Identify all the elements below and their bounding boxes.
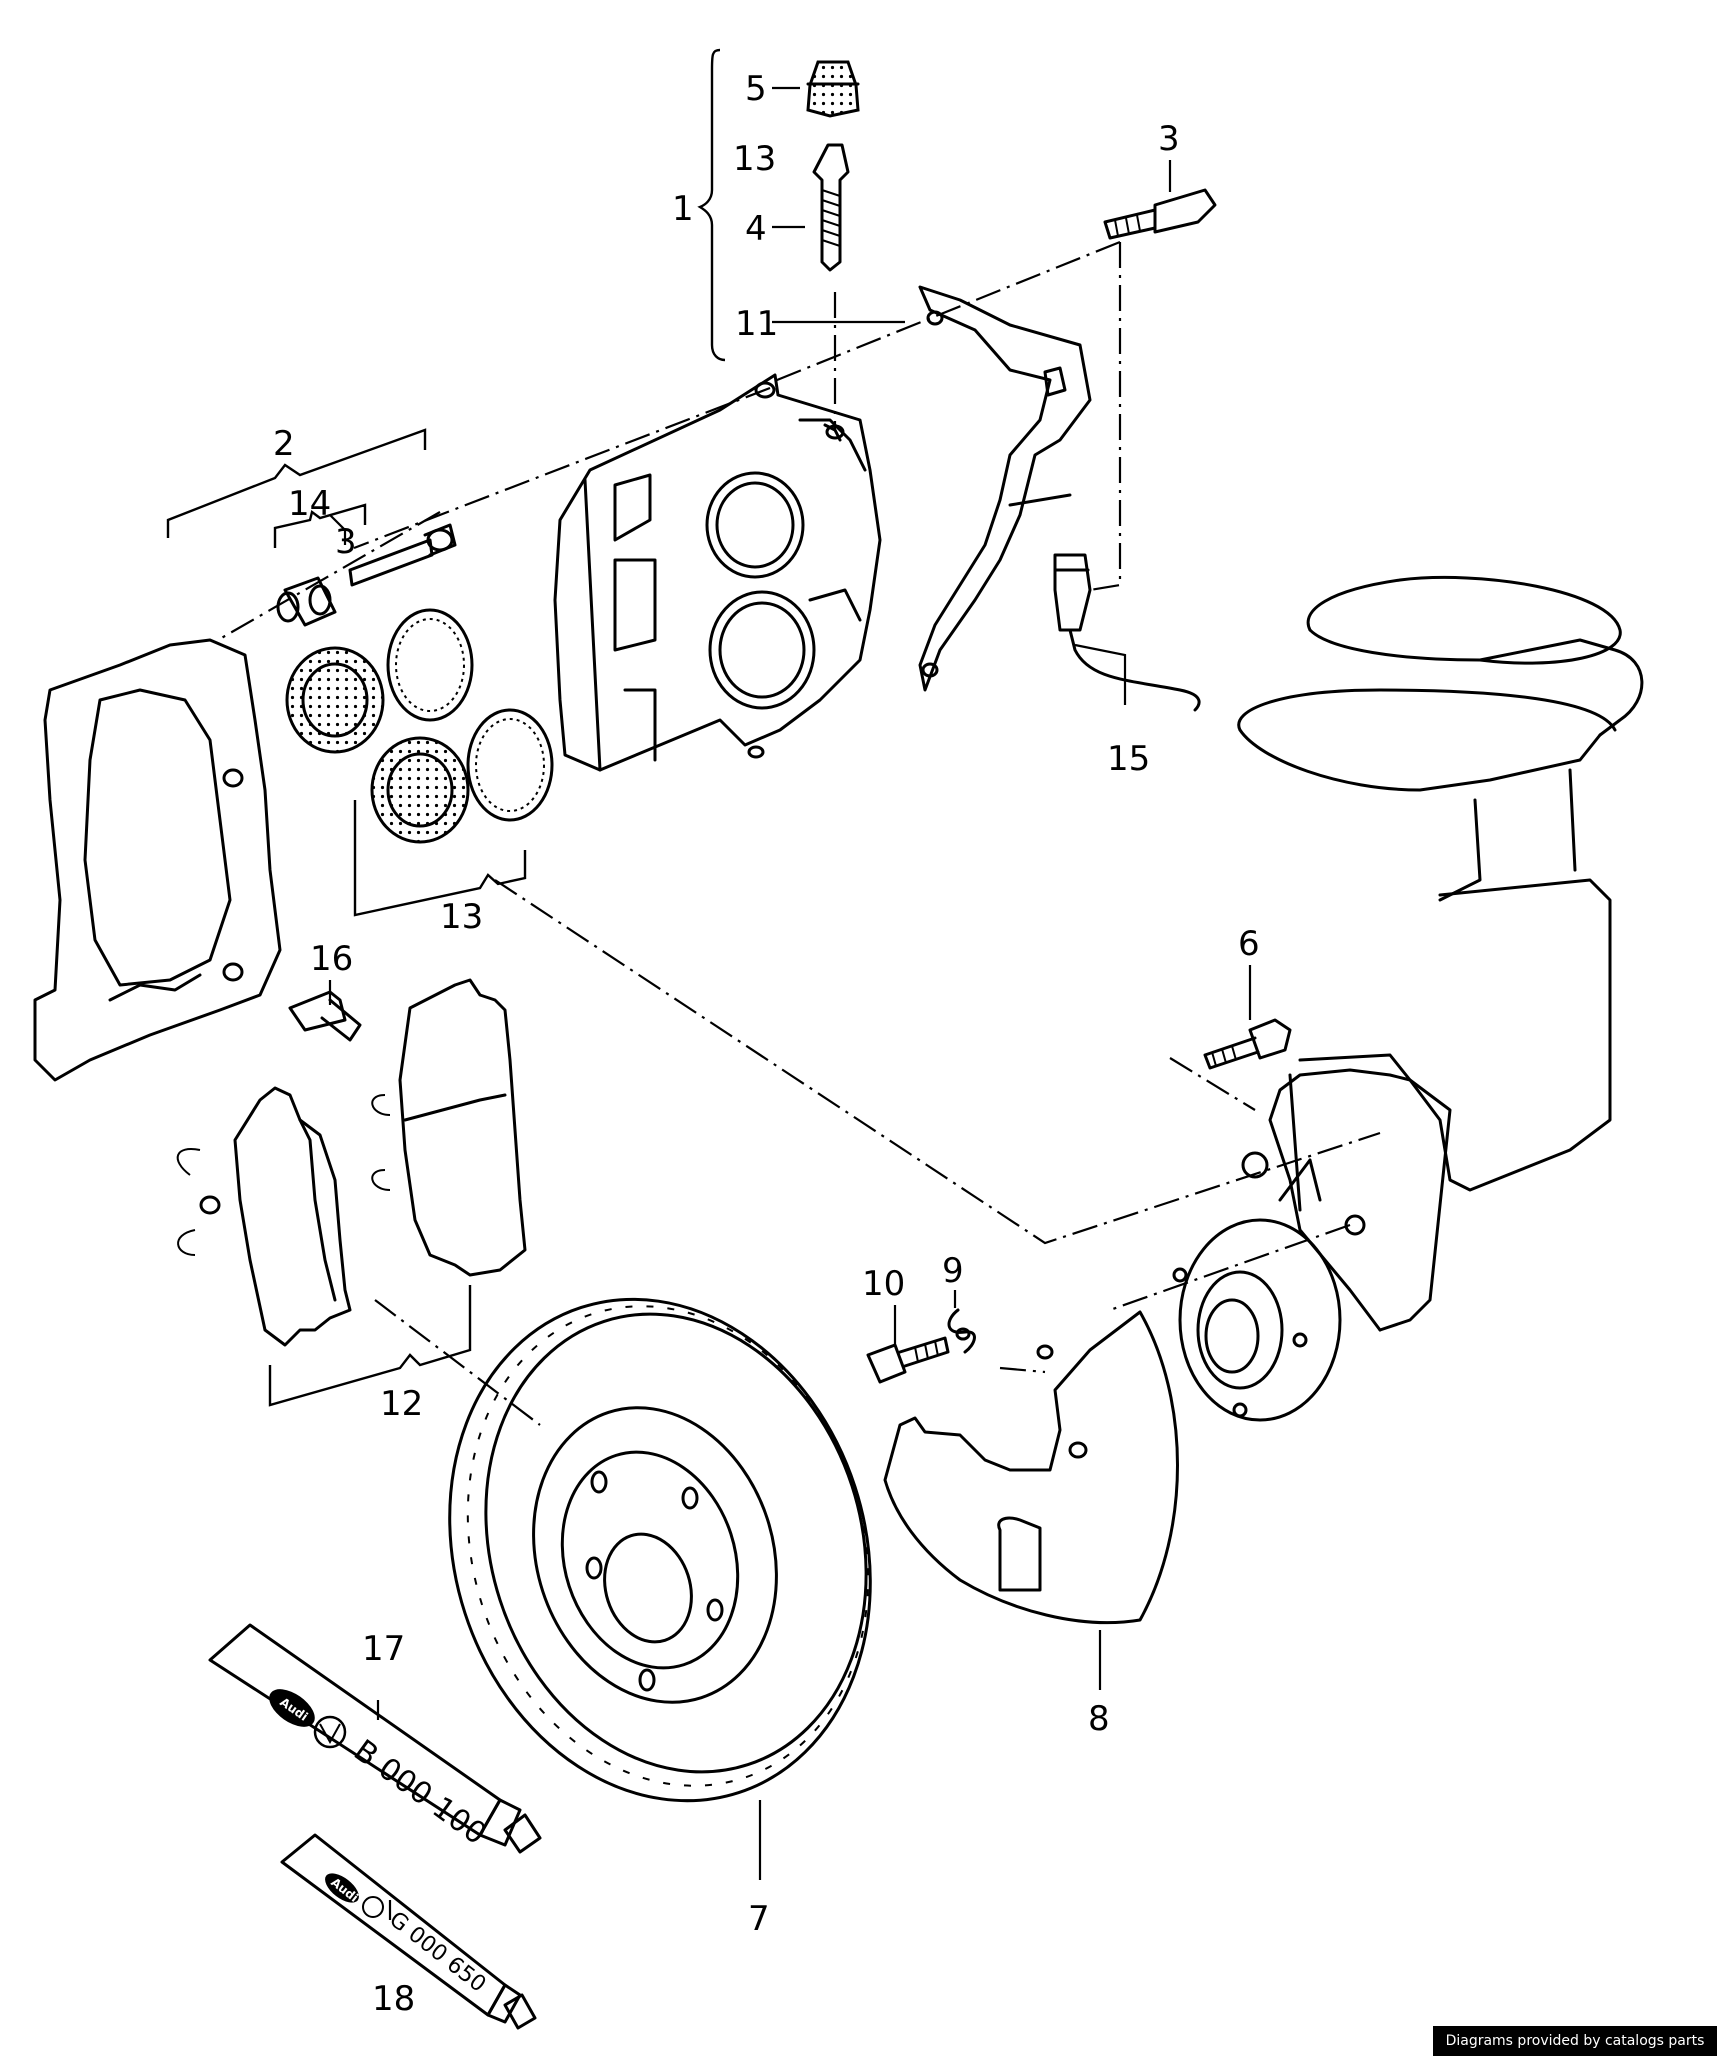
callout-16: 16 bbox=[310, 939, 353, 979]
callout-10: 10 bbox=[862, 1264, 905, 1304]
brake-pad-outer bbox=[371, 978, 527, 1277]
tube-17-code: B 000 100 bbox=[347, 1733, 492, 1852]
wear-sensor bbox=[1053, 553, 1201, 712]
bolt-top bbox=[1103, 188, 1217, 240]
callout-11: 11 bbox=[735, 304, 778, 344]
brake-pad-inner bbox=[176, 1086, 352, 1347]
callout-7: 7 bbox=[748, 1899, 770, 1939]
brace-14 bbox=[273, 503, 367, 548]
pad-wear-sensor-clip bbox=[288, 990, 362, 1042]
brace-12 bbox=[268, 1285, 472, 1407]
steering-knuckle-hub bbox=[1172, 575, 1644, 1422]
callout-15: 15 bbox=[1107, 739, 1150, 779]
tube-labels: Audi B 000 100 Audi G 000 650 bbox=[277, 1695, 492, 1998]
brake-caliper-housing bbox=[553, 373, 882, 772]
guide-pin bbox=[348, 523, 457, 587]
brake-disc bbox=[448, 1297, 872, 1803]
callout-6: 6 bbox=[1238, 924, 1260, 964]
callout-14: 14 bbox=[288, 484, 331, 524]
guide-bushing bbox=[276, 576, 337, 627]
callout-13-top: 13 bbox=[733, 139, 776, 179]
callout-3-left: 3 bbox=[335, 522, 357, 562]
callout-3-top: 3 bbox=[1158, 119, 1180, 159]
callout-12: 12 bbox=[380, 1384, 423, 1424]
splash-shield bbox=[883, 1310, 1179, 1625]
brace-2 bbox=[166, 428, 427, 538]
callout-9: 9 bbox=[942, 1251, 964, 1291]
caliper-carrier bbox=[33, 638, 282, 1082]
shield-bolt bbox=[866, 1336, 950, 1384]
assembly-lines bbox=[217, 240, 1381, 1426]
callout-8: 8 bbox=[1088, 1699, 1110, 1739]
brace-13 bbox=[353, 800, 527, 917]
bleed-screw bbox=[812, 143, 850, 272]
callout-2: 2 bbox=[273, 424, 295, 464]
callout-13-bottom: 13 bbox=[440, 897, 483, 937]
bleed-cap bbox=[806, 60, 860, 118]
grease-tube-18 bbox=[280, 1833, 537, 2030]
brace-1 bbox=[697, 48, 726, 362]
retaining-clip bbox=[947, 1308, 976, 1354]
piston-seal-kit bbox=[285, 608, 554, 844]
grease-tube-17 bbox=[208, 1623, 542, 1854]
callout-17: 17 bbox=[362, 1629, 405, 1669]
brake-hose-bracket bbox=[918, 285, 1092, 692]
leader-lines bbox=[328, 86, 1252, 1920]
bolt-right bbox=[1203, 1018, 1292, 1070]
callout-1: 1 bbox=[672, 189, 694, 229]
callout-labels: 1 2 3 3 4 5 6 7 8 9 10 11 12 13 13 14 15… bbox=[273, 69, 1260, 2019]
diagram-credit: Diagrams provided by catalogs parts bbox=[1433, 2026, 1717, 2056]
callout-5: 5 bbox=[745, 69, 767, 109]
callout-18: 18 bbox=[372, 1979, 415, 2019]
callout-4: 4 bbox=[745, 209, 767, 249]
